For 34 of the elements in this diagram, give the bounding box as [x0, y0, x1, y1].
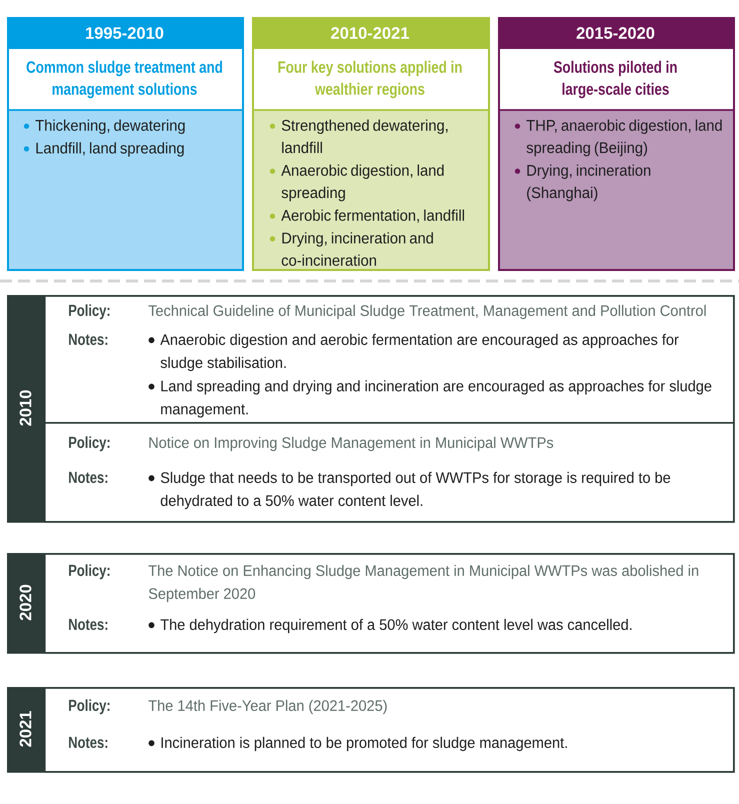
- panel-title: Four key solutions applied in wealthier regions: [278, 60, 462, 98]
- policy-label: Policy:: [69, 699, 110, 714]
- bullet-text: Drying, incineration and co-incineration: [282, 232, 433, 266]
- policy-label: Policy:: [69, 564, 110, 580]
- policy-text: The Notice on Enhancing Sludge Management in Municipal WWTPs was abolished in September 2020: [148, 564, 698, 602]
- bullet-text: Landfill, land spreading: [36, 142, 184, 157]
- bullet-text: Anaerobic digestion, land spreading: [281, 164, 444, 202]
- year-band: 2010: [7, 295, 44, 521]
- policy-text: The 14th Five-Year Plan (2021-2025): [148, 700, 387, 714]
- notes-label: Notes:: [69, 472, 108, 484]
- panel-title: Common sludge treatment and management solutions: [26, 60, 222, 98]
- note-text: Anaerobic digestion and aerobic fermentation are encouraged as approaches for sludge stabilisation.: [160, 334, 679, 372]
- year-band: 2021: [7, 687, 44, 771]
- policy-label: Policy:: [69, 436, 110, 452]
- bullet-text: Aerobic fermentation, landfill: [281, 210, 464, 223]
- note-text: Incineration is planned to be promoted for sludge management.: [162, 736, 567, 752]
- year-header: 1995-2010: [7, 17, 242, 49]
- policy-text: Technical Guideline of Municipal Sludge Treatment, Management and Pollution Control: [148, 304, 706, 320]
- notes-label: Notes:: [69, 736, 108, 748]
- note-text: Land spreading and drying and incineration are encouraged as approaches for sludge management.: [161, 380, 712, 418]
- note-text: Sludge that needs to be transported out of WWTPs for storage is required to be dehydrated to a 50% water content level.: [160, 472, 670, 510]
- policy-text: Notice on Improving Sludge Management in Municipal WWTPs: [149, 436, 554, 452]
- year-band: 2020: [7, 553, 44, 652]
- bullet-text: THP, anaerobic digestion, land spreading (Beijing): [526, 120, 722, 156]
- notes-label: Notes:: [69, 618, 108, 630]
- year-header: 2015-2020: [498, 17, 733, 49]
- panel-title: Solutions piloted in large-scale cities: [554, 60, 677, 98]
- note-text: The dehydration requirement of a 50% water content level was cancelled.: [160, 618, 632, 634]
- year-header: 2010-2021: [252, 17, 488, 49]
- bullet-text: Strengthened dewatering, landfill: [282, 120, 448, 154]
- bullet-text: Drying, incineration (Shanghai): [527, 164, 650, 202]
- notes-label: Notes:: [69, 334, 108, 346]
- policy-label: Policy:: [69, 304, 110, 320]
- bullet-text: Thickening, dewatering: [36, 120, 185, 134]
